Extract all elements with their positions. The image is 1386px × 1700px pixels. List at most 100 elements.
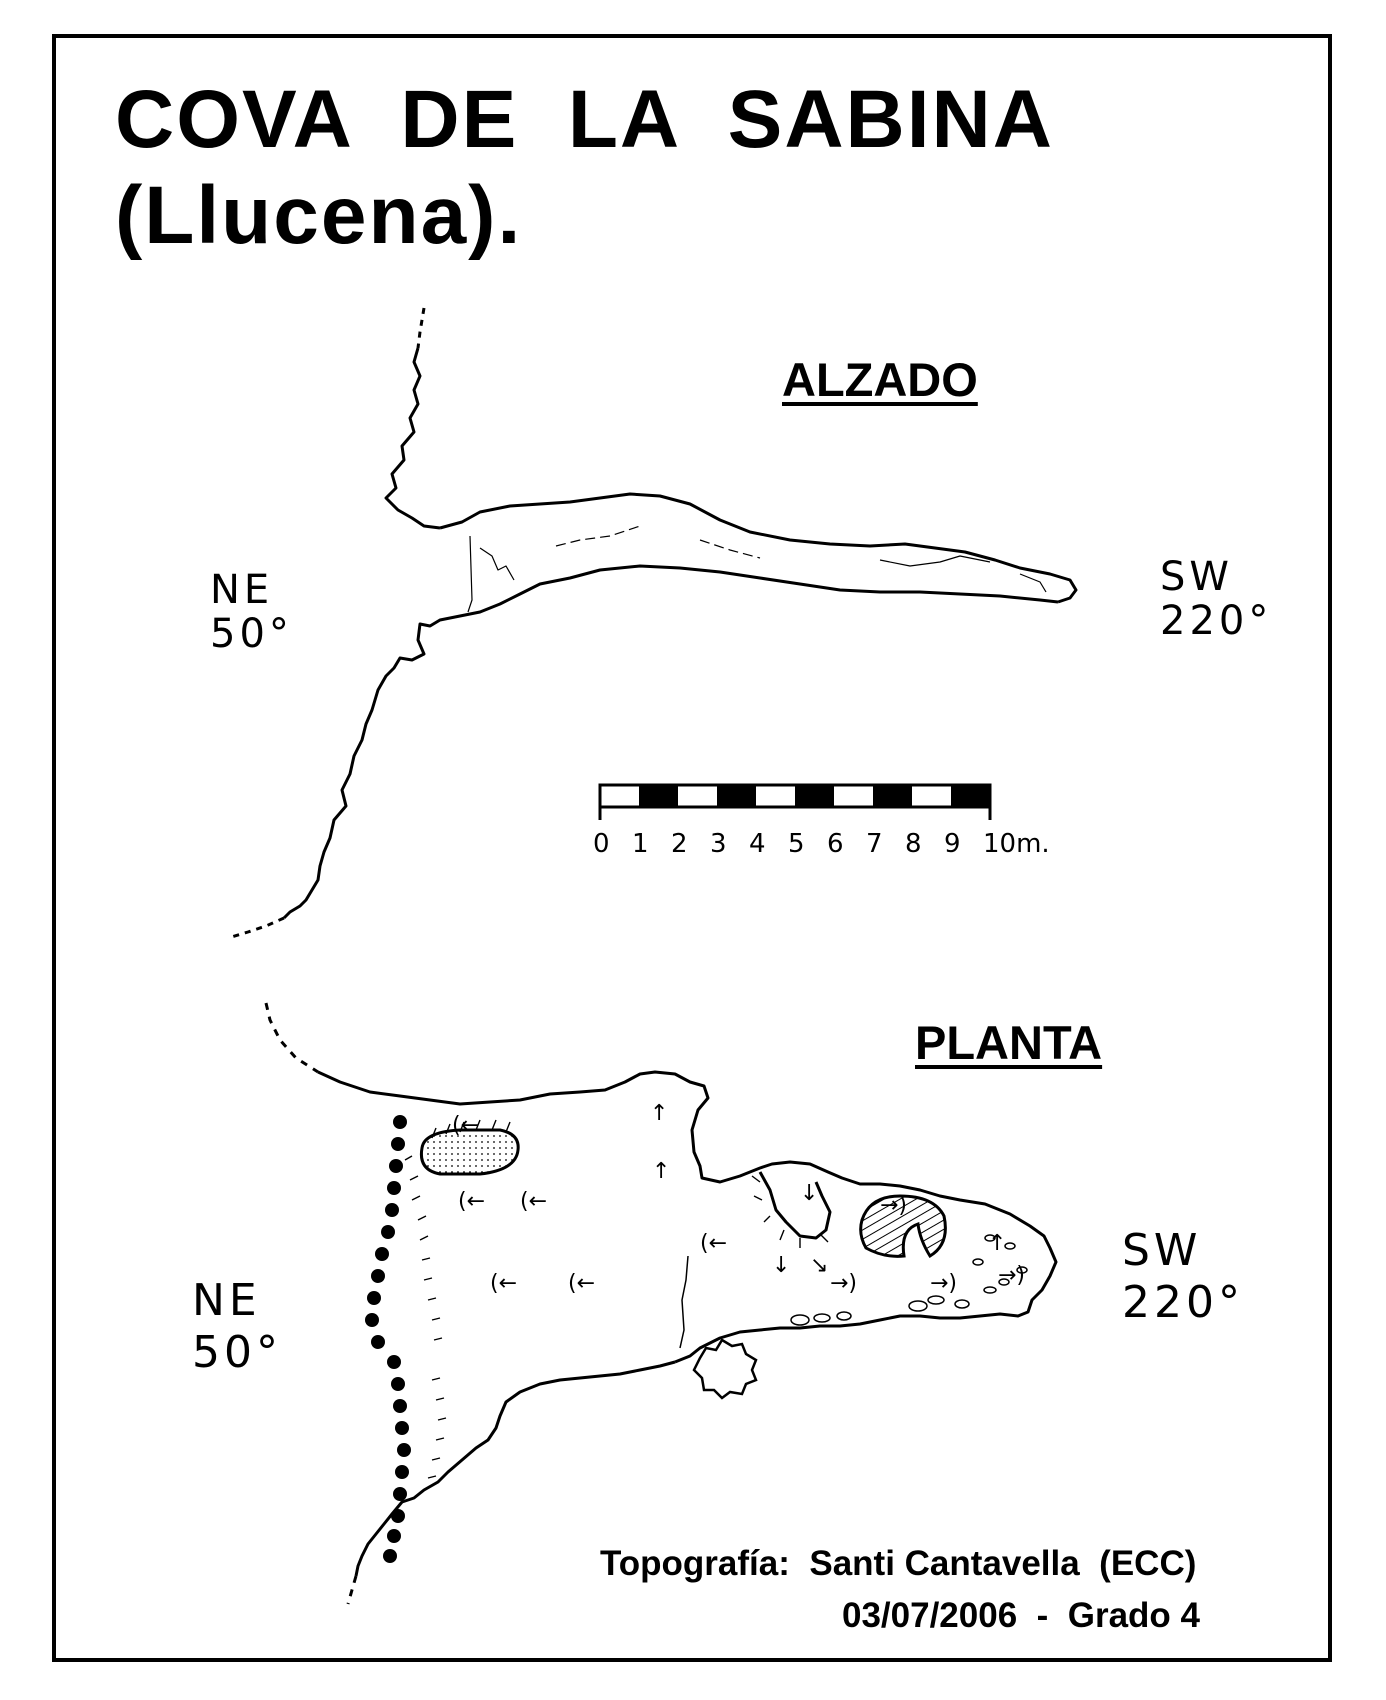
alzado-cave-floor <box>282 564 1059 920</box>
planta-passage-line <box>679 1255 689 1349</box>
scale-tick-label: 1 <box>632 829 649 859</box>
alzado-surface-dashed-bottom <box>227 916 285 940</box>
scale-segment-5 <box>795 785 834 807</box>
flow-arrow-icon: (← <box>700 1231 727 1256</box>
alzado-ne-degrees: 50° <box>210 611 293 657</box>
map-frame <box>52 34 1332 1662</box>
drip-line-dot <box>391 1509 405 1523</box>
alzado-sw-orientation: SW 220° <box>1160 555 1272 643</box>
alzado-section <box>227 307 1078 940</box>
drip-line-dot <box>387 1355 401 1369</box>
drip-line-dot <box>389 1159 403 1173</box>
alzado-ne-orientation: NE 50° <box>210 568 293 656</box>
alzado-inner-detail-5 <box>879 555 991 567</box>
cave-title: COVA DE LA SABINA (Llucena). <box>115 72 1054 264</box>
alzado-inner-detail-2 <box>479 547 515 581</box>
planta-sw-orientation: SW 220° <box>1122 1225 1244 1329</box>
scale-tick-label: 2 <box>671 829 688 859</box>
planta-ne-orientation: NE 50° <box>192 1275 282 1379</box>
drip-line-dot <box>367 1291 381 1305</box>
planta-sw-label: SW <box>1122 1225 1202 1276</box>
drip-line-dot <box>393 1399 407 1413</box>
flow-arrow-icon: ↑ <box>652 1159 670 1184</box>
drip-line-dot <box>397 1443 411 1457</box>
drip-line-dot <box>387 1181 401 1195</box>
drip-line-dot <box>383 1549 397 1563</box>
planta-stalagmite <box>692 1338 758 1400</box>
flow-arrow-icon: ↘ <box>810 1253 828 1278</box>
planta-heading: PLANTA <box>915 1016 1103 1069</box>
drip-line-dot <box>365 1313 379 1327</box>
scale-tick-label: 9 <box>944 829 961 859</box>
alzado-surface-upper <box>384 347 441 530</box>
alzado-surface-dashed-top <box>416 307 426 349</box>
flow-arrow-icon: ↓ <box>800 1181 818 1206</box>
flow-arrow-icon: →) <box>930 1271 957 1296</box>
drip-line-dot <box>385 1203 399 1217</box>
scale-segment-9 <box>951 785 990 807</box>
flow-arrow-icon: (← <box>490 1271 517 1296</box>
flow-arrow-icon: →) <box>830 1271 857 1296</box>
planta-pool <box>419 1128 520 1176</box>
credits-author: Santi Cantavella (ECC) <box>809 1544 1197 1583</box>
planta-wall-north <box>317 1070 1058 1364</box>
scale-tick-label: 0 <box>593 829 610 859</box>
scale-tick-label: 8 <box>905 829 922 859</box>
credits-separator: - <box>1036 1596 1049 1635</box>
drip-line-dot <box>391 1377 405 1391</box>
credits-date: 03/07/2006 <box>842 1596 1018 1635</box>
drip-line-dot <box>391 1137 405 1151</box>
scale-tick-label: 4 <box>749 829 766 859</box>
alzado-ne-label: NE <box>210 567 274 613</box>
alzado-inner-detail-6 <box>1019 573 1047 593</box>
drip-line-dot <box>375 1247 389 1261</box>
planta-flow-arrows: (←(←(←(←(←↑↑(←↓↓↘→)→)→)↑→) <box>452 1101 1025 1296</box>
drip-line-dot <box>393 1487 407 1501</box>
scale-segment-7 <box>873 785 912 807</box>
scale-tick-label: 3 <box>710 829 727 859</box>
alzado-sw-degrees: 220° <box>1160 598 1273 644</box>
scale-segment-1 <box>639 785 678 807</box>
alzado-cave-roof <box>439 492 1078 604</box>
credits-date-line: 03/07/2006 - Grado 4 <box>842 1596 1200 1636</box>
flow-arrow-icon: ↓ <box>772 1253 790 1278</box>
planta-entrance-dashed <box>264 1002 319 1074</box>
drip-line-dot <box>387 1529 401 1543</box>
drip-line-dot <box>371 1269 385 1283</box>
alzado-sw-label: SW <box>1160 554 1233 600</box>
alzado-inner-detail-1 <box>467 535 473 613</box>
cave-name: COVA DE LA SABINA <box>115 74 1054 165</box>
drip-line-dot <box>381 1225 395 1239</box>
planta-wall-south <box>354 1360 676 1577</box>
drip-line-dot <box>393 1115 407 1129</box>
planta-ne-degrees: 50° <box>192 1327 282 1378</box>
planta-wall-hachures <box>404 1119 829 1479</box>
scale-tick-label: 7 <box>866 829 883 859</box>
planta-section <box>264 1002 1058 1605</box>
scale-tick-label: 6 <box>827 829 844 859</box>
planta-ne-label: NE <box>192 1275 261 1326</box>
flow-arrow-icon: (← <box>452 1113 479 1138</box>
credits-grade: Grado 4 <box>1067 1596 1200 1635</box>
flow-arrow-icon: ↑ <box>988 1231 1006 1256</box>
flow-arrow-icon: (← <box>568 1271 595 1296</box>
scale-segment-3 <box>717 785 756 807</box>
alzado-inner-detail-4 <box>699 539 761 559</box>
alzado-heading: ALZADO <box>782 353 978 406</box>
planta-drip-line <box>365 1115 411 1563</box>
credits-author-label: Topografía: <box>600 1544 790 1583</box>
flow-arrow-icon: (← <box>520 1189 547 1214</box>
flow-arrow-icon: →) <box>998 1263 1025 1288</box>
scale-tick-label: 5 <box>788 829 805 859</box>
planta-chamber-sw-wall <box>758 1171 832 1240</box>
credits-author-line: Topografía: Santi Cantavella (ECC) <box>600 1544 1196 1584</box>
flow-arrow-icon: →) <box>880 1193 907 1218</box>
drip-line-dot <box>371 1335 385 1349</box>
planta-exit-dashed <box>346 1575 358 1605</box>
planta-sw-degrees: 220° <box>1122 1277 1244 1328</box>
alzado-inner-detail-3 <box>555 525 641 547</box>
drip-line-dot <box>395 1421 409 1435</box>
cave-location: (Llucena). <box>115 170 523 261</box>
